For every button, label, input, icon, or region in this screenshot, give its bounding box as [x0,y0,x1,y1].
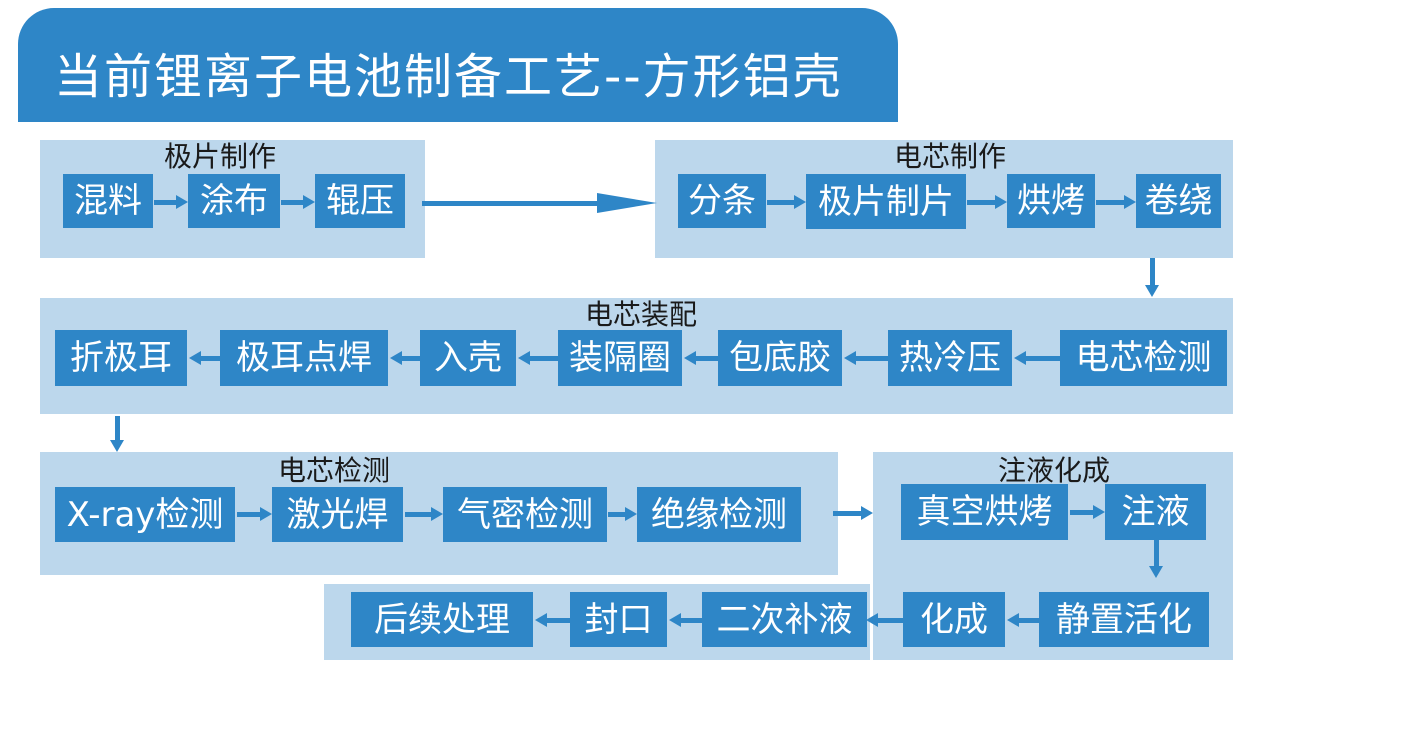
group-title-cell-testing: 电芯检测 [277,454,391,487]
flow-arrow-left-icon [535,613,570,627]
flow-arrow-right-icon [967,195,1007,209]
flow-arrow-down-icon [1145,258,1159,297]
step-box: 烘烤 [1007,174,1095,228]
step-box: 卷绕 [1136,174,1221,228]
step-box: 入壳 [420,330,516,386]
step-box: X-ray检测 [55,487,235,542]
flow-arrow-down-icon [110,416,124,452]
step-box: 电芯检测 [1060,330,1227,386]
step-box: 包底胶 [718,330,842,386]
flow-arrow-left-icon [518,351,558,365]
flow-arrow-left-icon [669,613,702,627]
step-box: 气密检测 [443,487,607,542]
step-box: 折极耳 [55,330,187,386]
flow-arrow-right-icon [237,507,272,521]
page-title: 当前锂离子电池制备工艺--方形铝壳 [54,49,843,105]
step-box: 混料 [63,174,153,228]
step-box: 激光焊 [272,487,403,542]
group-title-electrode-making: 极片制作 [163,140,277,173]
step-box: 静置活化 [1039,592,1209,647]
step-box: 极耳点焊 [220,330,388,386]
step-box: 涂布 [188,174,280,228]
flow-arrow-right-icon [154,195,188,209]
flow-arrow-right-icon [767,195,806,209]
flow-arrow-left-icon [844,351,888,365]
group-title-injection-formation: 注液化成 [997,454,1111,487]
step-box: 分条 [678,174,766,228]
title-banner: 当前锂离子电池制备工艺--方形铝壳 [18,8,898,122]
step-box: 化成 [903,592,1005,647]
step-box: 真空烘烤 [901,484,1068,540]
step-box: 绝缘检测 [637,487,801,542]
flow-arrow-left-icon [390,351,420,365]
group-title-cell-assembly: 电芯装配 [584,298,698,331]
flow-arrow-left-icon [684,351,718,365]
flow-arrow-right-icon [833,506,873,520]
flow-arrow-right-icon [608,507,637,521]
flow-arrow-left-icon [1014,351,1060,365]
step-box: 辊压 [315,174,405,228]
step-box: 封口 [570,592,667,647]
flow-arrow-right-icon [1096,195,1136,209]
step-box: 后续处理 [351,592,533,647]
flow-arrow-down-icon [1149,540,1163,578]
group-title-cell-making: 电芯制作 [893,140,1007,173]
flow-arrow-right-icon [405,507,443,521]
flow-arrow-left-icon [1007,613,1039,627]
flow-arrow-long-right-icon [422,193,657,213]
flow-arrow-left-icon [189,351,220,365]
step-box: 极片制片 [806,174,966,229]
step-box: 热冷压 [888,330,1012,386]
step-box: 二次补液 [702,592,867,647]
flow-arrow-right-icon [1070,505,1105,519]
flow-arrow-left-icon [866,613,903,627]
step-box: 注液 [1105,484,1206,540]
flow-arrow-right-icon [281,195,315,209]
step-box: 装隔圈 [558,330,682,386]
